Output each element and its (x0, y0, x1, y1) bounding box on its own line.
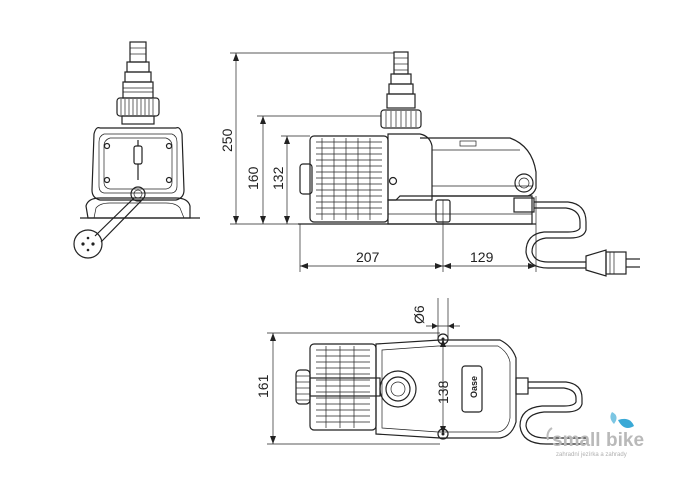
power-plug-icon (585, 249, 640, 277)
dimension-132: 132 (270, 166, 286, 190)
logo-badge: Oase (469, 376, 479, 398)
watermark-tagline: zahradní jezírka a zahrady (556, 452, 627, 458)
side-view (298, 51, 640, 277)
dimension-161: 161 (255, 374, 271, 398)
watermark-brand-left: small (552, 430, 601, 451)
dimension-129: 129 (470, 249, 494, 265)
watermark-brand-right: bike (606, 430, 644, 451)
watermark: small bike zahradní jezírka a zahrady (546, 412, 644, 458)
dimension-160: 160 (245, 166, 261, 190)
watermark-leaf-icon (610, 412, 634, 428)
dimension-207: 207 (356, 249, 380, 265)
dimension-250: 250 (219, 128, 235, 152)
dimension-138: 138 (435, 380, 451, 404)
dimension-diameter-6: Ø6 (411, 305, 427, 324)
front-view (73, 41, 200, 259)
dimension-lines (230, 52, 537, 445)
